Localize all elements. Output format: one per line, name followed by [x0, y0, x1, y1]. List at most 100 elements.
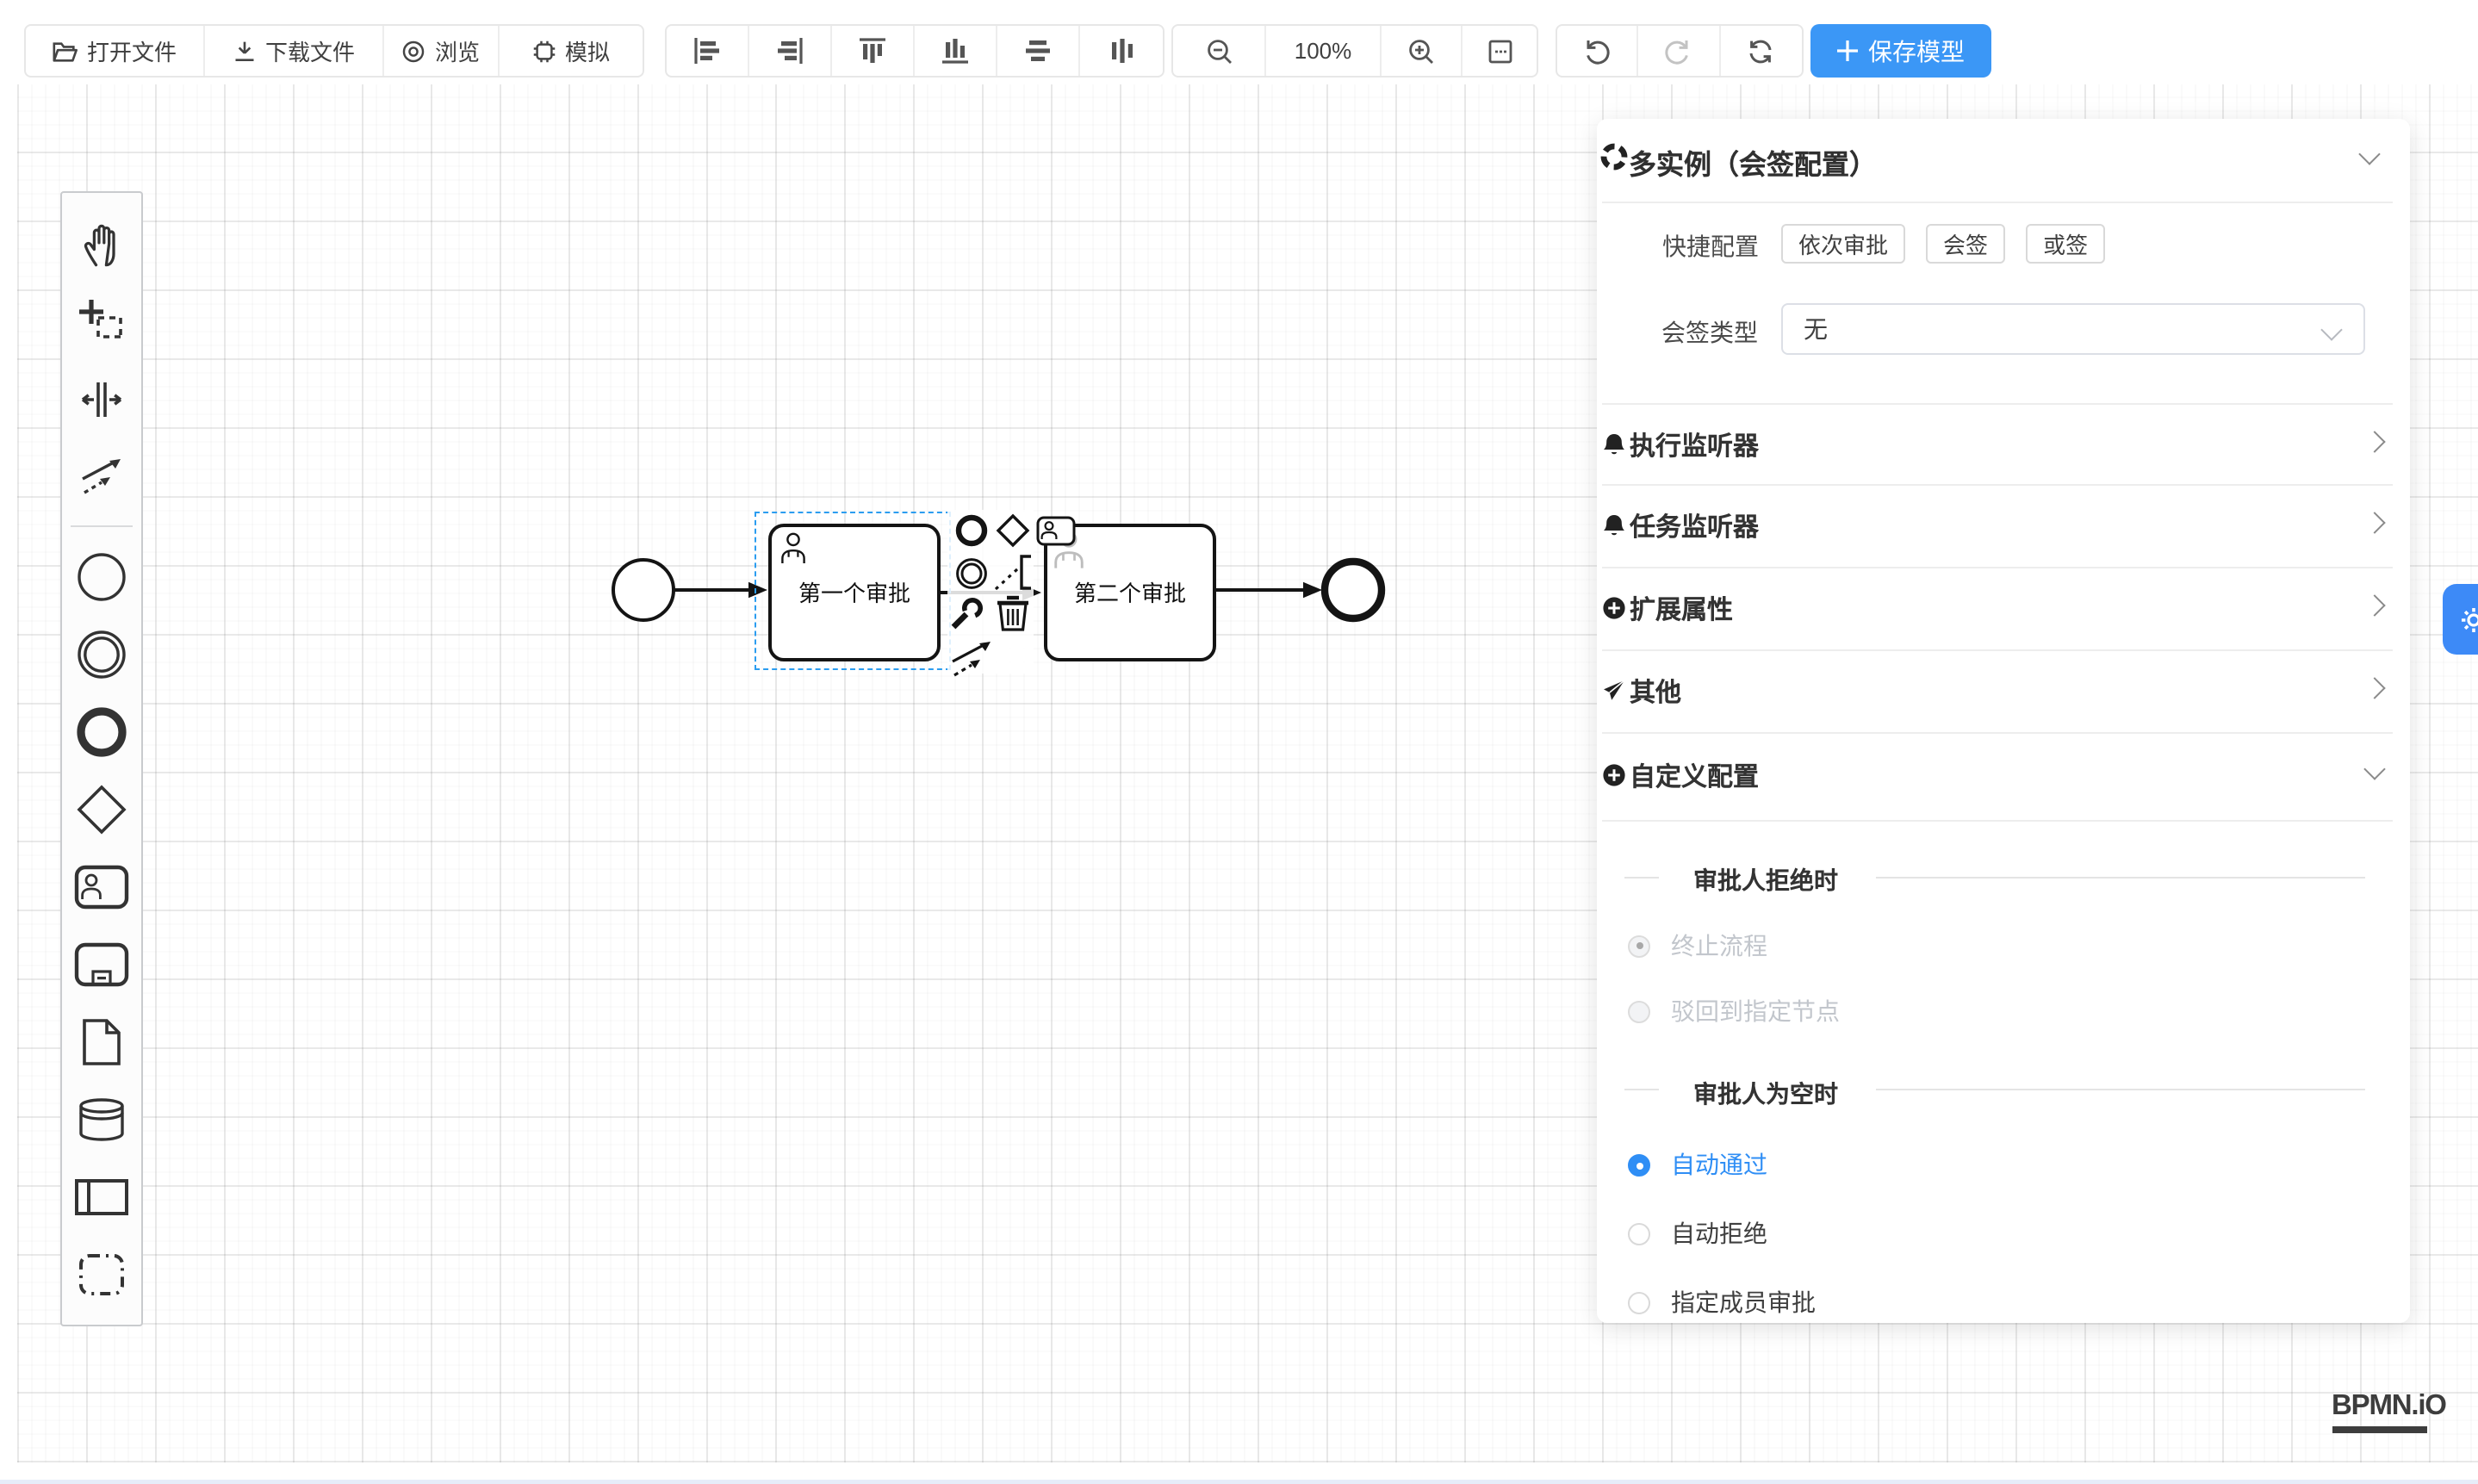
bottom-edge: [0, 1479, 2478, 1484]
align-bottom-button[interactable]: [915, 26, 997, 76]
fit-view-button[interactable]: [1463, 26, 1537, 76]
history-toolbar-group: [1556, 24, 1804, 78]
redo-button[interactable]: [1638, 26, 1720, 76]
global-connect-tool[interactable]: [61, 438, 141, 515]
append-end-event[interactable]: [955, 514, 988, 547]
collapse-chevron-icon[interactable]: [2357, 143, 2380, 165]
align-right-button[interactable]: [749, 26, 832, 76]
create-intermediate-event[interactable]: [61, 615, 141, 692]
sign-type-value: 无: [1804, 315, 1828, 343]
section-execution-listener[interactable]: 执行监听器: [1596, 402, 2409, 485]
connect-tool-entry[interactable]: [952, 642, 991, 677]
sign-type-select[interactable]: 无: [1781, 303, 2365, 355]
append-user-task[interactable]: [1036, 516, 1076, 546]
chevron-right-icon: [2363, 512, 2385, 534]
bpmn-io-logo-text: BPMN.iO: [2332, 1390, 2447, 1421]
section-custom-config[interactable]: 自定义配置: [1596, 733, 2409, 822]
download-file-button[interactable]: 下载文件: [205, 26, 384, 76]
gear-icon: [2461, 608, 2478, 632]
task-label: 第二个审批: [1073, 581, 1186, 606]
create-participant[interactable]: [61, 1158, 141, 1235]
flow-1-arrowhead: [748, 581, 767, 599]
zoom-level[interactable]: 100%: [1266, 26, 1382, 76]
lasso-tool[interactable]: [61, 283, 141, 360]
align-center-button[interactable]: [997, 26, 1080, 76]
space-tool[interactable]: [61, 360, 141, 438]
connect-tool-icon: [81, 458, 121, 494]
align-right-icon: [778, 38, 803, 64]
divider: [1601, 201, 2392, 202]
subprocess-icon: [74, 941, 128, 986]
delete-trash[interactable]: [997, 595, 1028, 631]
radio-label: 指定成员审批: [1671, 1288, 1816, 1316]
create-user-task[interactable]: [61, 848, 141, 925]
plus-circle-icon: [1602, 763, 1624, 785]
preview-button[interactable]: 浏览: [384, 26, 500, 76]
element-palette: [59, 191, 143, 1326]
bpmn-io-logo-underline: [2332, 1425, 2426, 1433]
create-start-event[interactable]: [61, 537, 141, 615]
append-text-annotation[interactable]: [994, 555, 1031, 591]
save-model-button[interactable]: 保存模型: [1810, 24, 1990, 78]
create-data-object[interactable]: [61, 1003, 141, 1080]
radio-label: 自动拒绝: [1671, 1220, 1767, 1247]
data-store-icon: [78, 1097, 124, 1140]
simulate-button[interactable]: 模拟: [500, 26, 643, 76]
open-file-button[interactable]: 打开文件: [26, 26, 205, 76]
radio-icon: [1628, 1000, 1650, 1022]
align-middle-button[interactable]: [1080, 26, 1163, 76]
radio-auto-reject[interactable]: 自动拒绝: [1628, 1220, 1767, 1247]
radio-return-to-node[interactable]: 驳回到指定节点: [1628, 997, 1840, 1025]
quick-btn-orsign[interactable]: 或签: [2026, 224, 2106, 263]
user-icon: [781, 531, 805, 562]
align-bottom-icon: [942, 39, 968, 64]
chevron-down-icon: [2363, 757, 2385, 779]
panel-title: 多实例（会签配置）: [1629, 152, 1878, 181]
append-gateway[interactable]: [996, 513, 1030, 548]
simulate-label: 模拟: [564, 40, 610, 65]
section-label: 执行监听器: [1630, 432, 1760, 461]
zoom-out-button[interactable]: [1173, 26, 1266, 76]
zoom-in-button[interactable]: [1382, 26, 1463, 76]
start-event[interactable]: [612, 558, 675, 622]
section-task-listener[interactable]: 任务监听器: [1596, 484, 2409, 568]
quick-btn-countersign[interactable]: 会签: [1926, 224, 2006, 263]
create-end-event[interactable]: [61, 692, 141, 770]
radio-assign-member[interactable]: 指定成员审批: [1628, 1288, 1816, 1316]
align-top-button[interactable]: [832, 26, 915, 76]
plus-circle-icon: [1602, 597, 1624, 619]
create-data-store[interactable]: [61, 1080, 141, 1158]
bpmn-io-logo[interactable]: BPMN.iO: [2332, 1390, 2447, 1433]
align-left-icon: [694, 38, 719, 64]
quick-btn-sequential[interactable]: 依次审批: [1781, 224, 1906, 263]
align-top-icon: [860, 38, 885, 63]
radio-icon: [1628, 1222, 1650, 1245]
radio-icon: [1628, 1291, 1650, 1313]
empty-heading: 审批人为空时: [1693, 1079, 1838, 1107]
refresh-icon: [1750, 39, 1772, 63]
file-toolbar-group: 打开文件 下载文件 浏览 模拟: [24, 24, 644, 78]
hand-tool[interactable]: [61, 205, 141, 283]
radio-terminate-process[interactable]: 终止流程: [1628, 932, 1767, 959]
align-left-button[interactable]: [667, 26, 749, 76]
undo-button[interactable]: [1557, 26, 1638, 76]
end-event[interactable]: [1320, 557, 1386, 623]
section-extended-properties[interactable]: 扩展属性: [1596, 567, 2409, 650]
data-object-icon: [82, 1018, 121, 1065]
zoom-level-value: 100%: [1294, 38, 1352, 64]
refresh-button[interactable]: [1720, 26, 1802, 76]
zoom-toolbar-group: 100%: [1171, 24, 1538, 78]
preview-icon: [403, 40, 425, 62]
create-subprocess[interactable]: [61, 925, 141, 1003]
section-other[interactable]: 其他: [1596, 649, 2409, 734]
start-event-icon: [77, 552, 126, 600]
task-label: 第一个审批: [798, 581, 910, 606]
radio-icon: [1628, 934, 1650, 957]
task-first-approval[interactable]: 第一个审批: [768, 523, 941, 661]
create-gateway[interactable]: [61, 770, 141, 848]
create-group[interactable]: [61, 1235, 141, 1313]
change-type-wrench[interactable]: [951, 597, 983, 630]
settings-tab[interactable]: [2442, 584, 2478, 655]
radio-auto-pass[interactable]: 自动通过: [1628, 1151, 1767, 1178]
append-intermediate-event[interactable]: [956, 558, 987, 589]
